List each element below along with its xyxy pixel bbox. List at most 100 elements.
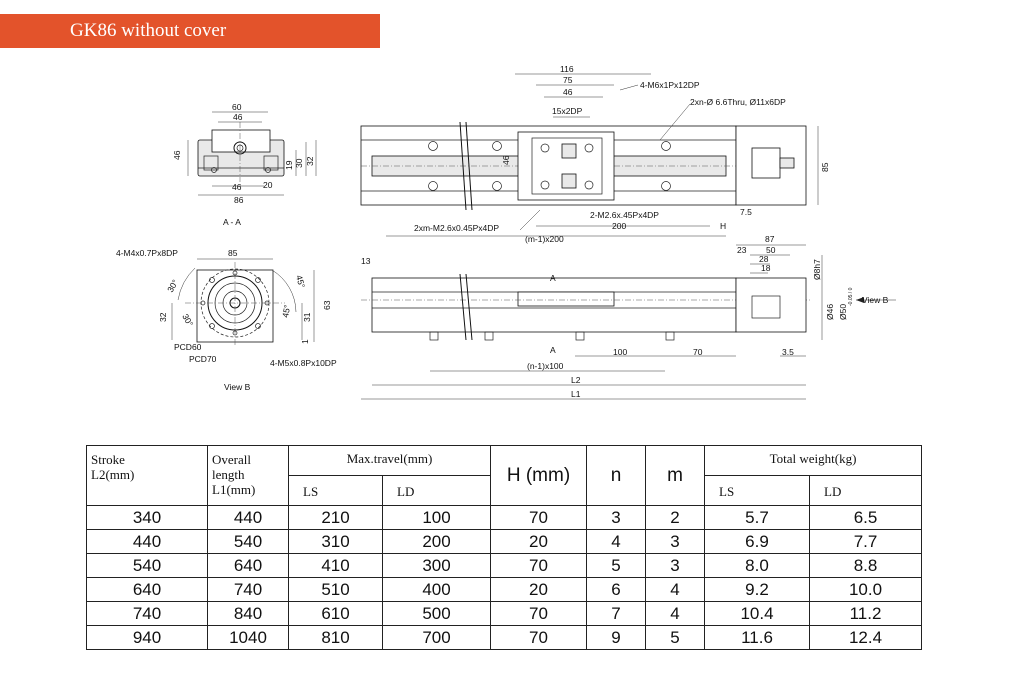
- technical-drawing: 60 46 46 19 30 32 46 20 86 A - A 4-M4x0.: [116, 64, 896, 400]
- page-title-banner: GK86 without cover: [0, 14, 380, 48]
- side-dim-100: 100: [613, 347, 627, 357]
- top-dim-200: 200: [612, 221, 626, 231]
- cell-n: 3: [586, 505, 646, 530]
- cell-travel-ls: 210: [288, 505, 383, 530]
- top-view-drawing: 116 75 46 15x2DP 46 4-M6x1Px12DP 2xn-Ø 6…: [360, 64, 830, 244]
- view-b-dim-32: 32: [158, 312, 168, 322]
- top-dim-75: 75: [563, 75, 573, 85]
- table-row: 940 1040 810 700 70 9 5 11.6 12.4: [86, 625, 923, 650]
- view-b-dim-31: 31: [302, 312, 312, 322]
- header-overall-length: Overall length L1(mm): [207, 445, 289, 506]
- side-dim-tolerance: -0.05 / 0: [848, 287, 854, 306]
- cell-overall: 1040: [207, 625, 289, 650]
- header-h: H (mm): [490, 445, 587, 506]
- cell-stroke: 340: [86, 505, 208, 530]
- dim-30: 30: [294, 158, 304, 168]
- cell-weight-ld: 8.8: [808, 553, 923, 578]
- cell-travel-ls: 610: [288, 601, 383, 626]
- page-title: GK86 without cover: [70, 20, 227, 41]
- cell-travel-ld: 200: [382, 529, 491, 554]
- view-b-label: View B: [224, 382, 251, 392]
- view-b-angle-45-top: 45°: [294, 274, 307, 289]
- header-n: n: [586, 445, 646, 506]
- side-a-bottom: A: [550, 345, 556, 355]
- cell-weight-ls: 6.9: [704, 529, 810, 554]
- top-dim-h: H: [720, 221, 726, 231]
- cell-h: 70: [490, 553, 587, 578]
- view-b-angle-30-top: 30°: [165, 278, 180, 294]
- header-stroke: Stroke L2(mm): [86, 445, 208, 506]
- cell-travel-ls: 810: [288, 625, 383, 650]
- view-b-angle-45-bottom: 45°: [280, 304, 292, 318]
- cell-weight-ls: 8.0: [704, 553, 810, 578]
- top-dim-m1x200: (m-1)x200: [525, 234, 564, 244]
- cell-travel-ld: 700: [382, 625, 491, 650]
- side-dim-8h7: Ø8h7: [812, 259, 822, 280]
- cell-travel-ls: 510: [288, 577, 383, 602]
- cell-weight-ld: 6.5: [808, 505, 923, 530]
- cell-weight-ld: 11.2: [808, 601, 923, 626]
- cell-travel-ld: 300: [382, 553, 491, 578]
- cell-m: 2: [645, 505, 705, 530]
- side-dim-l2: L2: [571, 375, 581, 385]
- side-dim-n1x100: (n-1)x100: [527, 361, 564, 371]
- section-label: A - A: [223, 217, 241, 227]
- cell-travel-ld: 400: [382, 577, 491, 602]
- side-a-top: A: [550, 273, 556, 283]
- cell-weight-ld: 7.7: [808, 529, 923, 554]
- side-view-drawing: 13 A A 100 70 (n-1)x100 L2 L1 87 23 50 2…: [361, 234, 896, 400]
- cell-n: 4: [586, 529, 646, 554]
- cell-weight-ld: 10.0: [808, 577, 923, 602]
- side-dim-70: 70: [693, 347, 703, 357]
- top-base-m2-note: 2xm-M2.6x0.45Px4DP: [414, 223, 499, 233]
- cell-weight-ls: 5.7: [704, 505, 810, 530]
- dim-46-top: 46: [233, 112, 243, 122]
- header-stroke-line1: Stroke: [91, 452, 125, 467]
- side-dim-23: 23: [737, 245, 747, 255]
- section-a-a-view: 60 46 46 19 30 32 46 20 86 A - A: [172, 102, 317, 227]
- cell-travel-ls: 410: [288, 553, 383, 578]
- top-m6-note: 4-M6x1Px12DP: [640, 80, 700, 90]
- view-b-dim-1: 1: [300, 339, 310, 344]
- top-dim-46-vertical: 46: [501, 155, 511, 165]
- cell-h: 70: [490, 625, 587, 650]
- side-view-b-label: View B: [862, 295, 889, 305]
- side-dim-13: 13: [361, 256, 371, 266]
- cell-overall: 840: [207, 601, 289, 626]
- side-dim-46: Ø46: [825, 304, 835, 320]
- cell-overall: 440: [207, 505, 289, 530]
- cell-n: 9: [586, 625, 646, 650]
- view-b-drawing: 4-M4x0.7Px8DP 85 30° 30° 45° 45° 32 63 3…: [116, 248, 337, 392]
- cell-overall: 740: [207, 577, 289, 602]
- cell-n: 6: [586, 577, 646, 602]
- table-row: 340 440 210 100 70 3 2 5.7 6.5: [86, 505, 923, 530]
- cell-n: 7: [586, 601, 646, 626]
- top-dim-116: 116: [560, 64, 574, 74]
- spec-table: Stroke L2(mm) Overall length L1(mm) Max.…: [86, 445, 923, 650]
- header-overall-line1: Overall: [212, 452, 251, 467]
- header-travel-ld: LD: [382, 475, 491, 506]
- cell-m: 5: [645, 625, 705, 650]
- cell-m: 4: [645, 577, 705, 602]
- cell-stroke: 440: [86, 529, 208, 554]
- top-dim-15x2dp: 15x2DP: [552, 106, 583, 116]
- table-row: 740 840 610 500 70 7 4 10.4 11.2: [86, 601, 923, 626]
- view-b-dim-85: 85: [228, 248, 238, 258]
- cell-overall: 640: [207, 553, 289, 578]
- view-b-pcd70: PCD70: [189, 354, 217, 364]
- cell-stroke: 540: [86, 553, 208, 578]
- header-overall-line2: length: [212, 467, 245, 482]
- cell-travel-ld: 500: [382, 601, 491, 626]
- header-m: m: [645, 445, 705, 506]
- cell-n: 5: [586, 553, 646, 578]
- header-overall-line3: L1(mm): [212, 482, 256, 497]
- table-row: 540 640 410 300 70 5 3 8.0 8.8: [86, 553, 923, 578]
- cell-m: 4: [645, 601, 705, 626]
- cell-m: 3: [645, 553, 705, 578]
- side-dim-l1: L1: [571, 389, 581, 399]
- dim-86: 86: [234, 195, 244, 205]
- cell-travel-ls: 310: [288, 529, 383, 554]
- view-b-m4-note: 4-M4x0.7Px8DP: [116, 248, 178, 258]
- dim-20: 20: [263, 180, 273, 190]
- header-max-travel: Max.travel(mm): [288, 445, 491, 476]
